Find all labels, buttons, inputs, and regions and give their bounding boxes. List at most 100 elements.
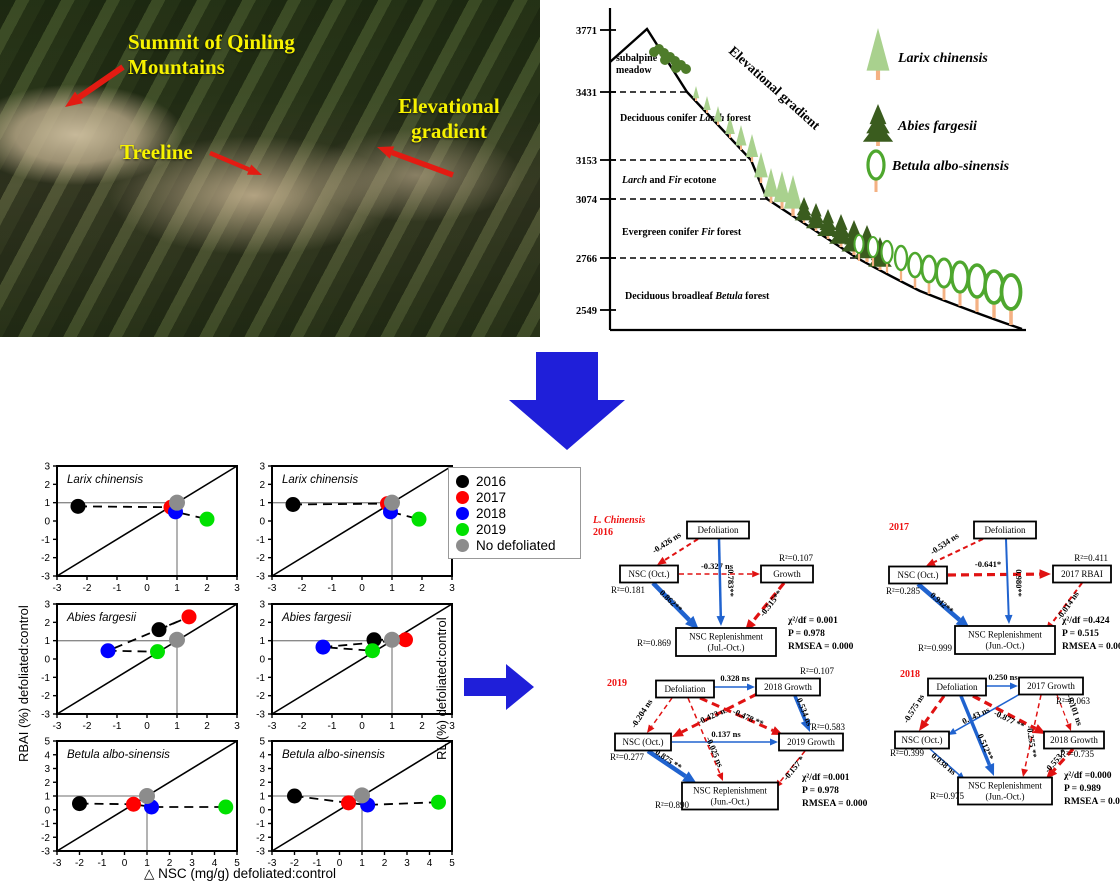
path-coefficient-label: -0.204 ns [629, 697, 655, 730]
y-tick-label: 3 [259, 764, 265, 775]
flow-arrow-down-icon [509, 352, 625, 450]
y-tick-label: -3 [256, 710, 265, 721]
sem-title-2016: 2016 [593, 527, 613, 538]
y-tick-label: -2 [256, 691, 265, 702]
path-coefficient-label: 0.328 ns [720, 673, 750, 683]
year-connector-dashed [292, 502, 420, 521]
sem-path-arrow [954, 693, 1021, 732]
summit-label: Summit of Qinling Mountains [128, 30, 295, 80]
y-tick-label: -1 [256, 819, 265, 830]
sem-node-label: (Jun.-Oct.) [986, 641, 1025, 651]
larch-tree-icon [745, 134, 759, 162]
r-squared-label: R²=0.181 [611, 585, 645, 595]
r-squared-label: R²=0.869 [637, 638, 672, 648]
path-coefficient-label: -0.575 ns [901, 692, 927, 725]
path-coefficient-label: -0.478 ** [731, 706, 765, 728]
legend-item-label: 2016 [476, 473, 507, 489]
scatter-point-2016 [285, 497, 301, 512]
species-legend-label: Betula albo-sinensis [891, 159, 1010, 174]
sem-node-label: NSC Replenishment [689, 632, 763, 642]
larch-tree-icon [773, 171, 791, 209]
betula-tree-icon [920, 254, 938, 294]
scatter-point-no-defoliated [354, 787, 370, 804]
scatter-point-no-defoliated [384, 494, 400, 511]
shrub-icon [671, 60, 691, 74]
path-coefficient-label: 0.783** [726, 569, 736, 597]
legend-dot-icon [456, 538, 469, 552]
x-axis-label-nsc: △ NSC (mg/g) defoliated:control [144, 866, 336, 881]
fit-statistic-line: P = 0.978 [802, 786, 839, 796]
path-coefficient-label: 0.250 ns [988, 672, 1018, 682]
y-tick-label: 1 [259, 498, 265, 509]
path-coefficient-label: -0.423 ns [696, 704, 730, 726]
legend-item-2018: 2018 [456, 505, 574, 521]
y-tick-label: 5 [44, 737, 50, 748]
y-tick-label: -3 [41, 710, 50, 721]
path-coefficient-label: -0.641* [975, 559, 1001, 569]
elevational-arrow-icon-head [377, 146, 395, 159]
scatter-point-2019 [150, 644, 165, 660]
larch-tree-icon [703, 96, 711, 113]
elevation-diagram: 377134313153307427662549subalpinemeadowD… [576, 8, 1026, 332]
scatter-point-no-defoliated [169, 631, 185, 648]
legend-item-2017: 2017 [456, 489, 574, 505]
sem-node-label: 2019 Growth [787, 737, 835, 747]
legend-dot-icon [456, 506, 469, 520]
path-coefficient-label: 0.980** [1014, 569, 1024, 597]
x-tick-label: -2 [298, 583, 307, 594]
year-connector-dashed [79, 802, 226, 808]
elevation-tick-label: 3431 [576, 88, 597, 99]
y-tick-label: 1 [259, 792, 265, 803]
summit-arrow-icon-head [65, 91, 83, 107]
flow-arrow-right-icon [464, 664, 534, 710]
sem-title-2016: L. Chinensis [592, 515, 645, 526]
x-tick-label: 2 [204, 583, 210, 594]
larch-tree-icon [754, 152, 768, 183]
sem-path-arrow-head [800, 718, 811, 732]
sem-node-label: 2018 Growth [764, 682, 812, 692]
x-tick-label: -1 [98, 858, 107, 869]
sem-node-label: NSC (Oct.) [623, 737, 664, 747]
x-tick-label: 5 [449, 858, 455, 869]
r-squared-label: R²=0.107 [779, 553, 814, 563]
betula-tree-icon [867, 236, 879, 266]
y-tick-label: 0 [259, 805, 265, 816]
sem-path-arrow [933, 538, 984, 564]
x-tick-label: 3 [404, 858, 410, 869]
x-tick-label: -3 [268, 721, 277, 732]
larch-tree-icon [735, 125, 747, 150]
sem-path-arrow [1023, 694, 1042, 770]
legend-dot-icon [456, 474, 469, 488]
treeline-arrow-icon [209, 150, 250, 172]
scatter-point-2017 [126, 796, 141, 812]
sem-path-arrow [947, 572, 1040, 577]
summit-label-line1: Summit of Qinling [128, 30, 295, 54]
fir-tree-icon [805, 203, 827, 231]
legend-item-no-defoliated: No defoliated [456, 537, 574, 553]
x-tick-label: 0 [144, 721, 150, 732]
fir-tree-icon [817, 209, 839, 239]
y-tick-label: 1 [44, 498, 50, 509]
treeline-label: Treeline [120, 140, 193, 164]
scatter-point-2017 [181, 609, 197, 625]
sem-path-arrow-head [1021, 768, 1029, 777]
sem-node-nsc-oct [888, 565, 948, 585]
sem-node-label: (Jul.-Oct.) [708, 643, 745, 653]
x-tick-label: 1 [359, 858, 365, 869]
fit-statistic-line: χ²/df = 0.001 [787, 616, 838, 626]
x-tick-label: 2 [419, 583, 425, 594]
y-tick-label: 0 [259, 655, 265, 666]
sem-path-arrow [1056, 694, 1069, 725]
sem-path-arrow-head [672, 727, 684, 737]
sem-path-arrow-head [657, 556, 667, 565]
x-tick-label: 1 [174, 721, 180, 732]
fit-statistic-line: P = 0.989 [1064, 784, 1101, 794]
x-tick-label: -3 [53, 858, 62, 869]
sem-node-label: NSC (Oct.) [902, 735, 943, 745]
y-tick-label: -2 [41, 691, 50, 702]
elevation-tick-label: 2766 [576, 254, 597, 265]
y-axis-label-rl: RL (%) defoliated:control [434, 617, 449, 760]
